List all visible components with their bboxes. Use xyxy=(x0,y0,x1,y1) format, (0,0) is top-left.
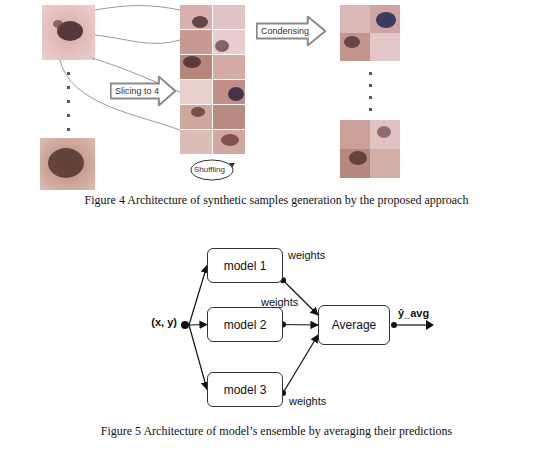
arrow-shape xyxy=(111,77,176,106)
lesion-image xyxy=(40,138,95,190)
figure-caption: Figure 4 Architecture of synthetic sampl… xyxy=(0,193,553,208)
step-label: Shuffling xyxy=(194,165,225,174)
edge-label: weights xyxy=(288,249,325,261)
model-box: model 2 xyxy=(207,307,283,342)
input-dot: (x, y) xyxy=(181,321,189,329)
average-box: Average xyxy=(318,305,390,345)
node-text: Condensing xyxy=(256,26,309,36)
output-label: ŷ_avg xyxy=(398,307,429,319)
condensed-image xyxy=(340,120,400,178)
shuffle-loop xyxy=(191,160,233,180)
block-arrow: Condensing xyxy=(256,16,326,46)
arrowhead xyxy=(229,163,235,168)
connector xyxy=(283,335,318,393)
ellipsis-dots xyxy=(369,72,372,111)
node-text: model 3 xyxy=(224,383,267,397)
arrowhead xyxy=(426,320,434,330)
leader-curves xyxy=(60,6,180,131)
arrow-shape xyxy=(257,17,326,46)
node-text: (x, y) xyxy=(151,316,177,328)
node-text: model 1 xyxy=(224,259,267,273)
connector xyxy=(283,324,318,326)
slice-tiles xyxy=(180,5,245,154)
block-arrow: Slicing to 4 xyxy=(110,76,176,106)
edge-label: weights xyxy=(261,296,298,308)
lesion-spot xyxy=(48,148,84,178)
node-text: Slicing to 4 xyxy=(110,86,159,96)
lesion-spot xyxy=(53,20,63,28)
connector xyxy=(189,325,207,390)
figure-caption: Figure 5 Architecture of model’s ensembl… xyxy=(0,424,553,439)
edge-label: weights xyxy=(289,395,326,407)
node-text: Average xyxy=(332,318,376,332)
model-box: model 3 xyxy=(207,372,283,407)
condensed-image xyxy=(340,5,400,61)
lesion-image xyxy=(42,5,95,60)
model-box: model 1 xyxy=(207,248,283,283)
output-arrow xyxy=(394,324,426,325)
ellipsis-dots xyxy=(67,72,70,131)
connector xyxy=(189,324,207,326)
node-text: model 2 xyxy=(224,318,267,332)
connector xyxy=(189,266,207,326)
